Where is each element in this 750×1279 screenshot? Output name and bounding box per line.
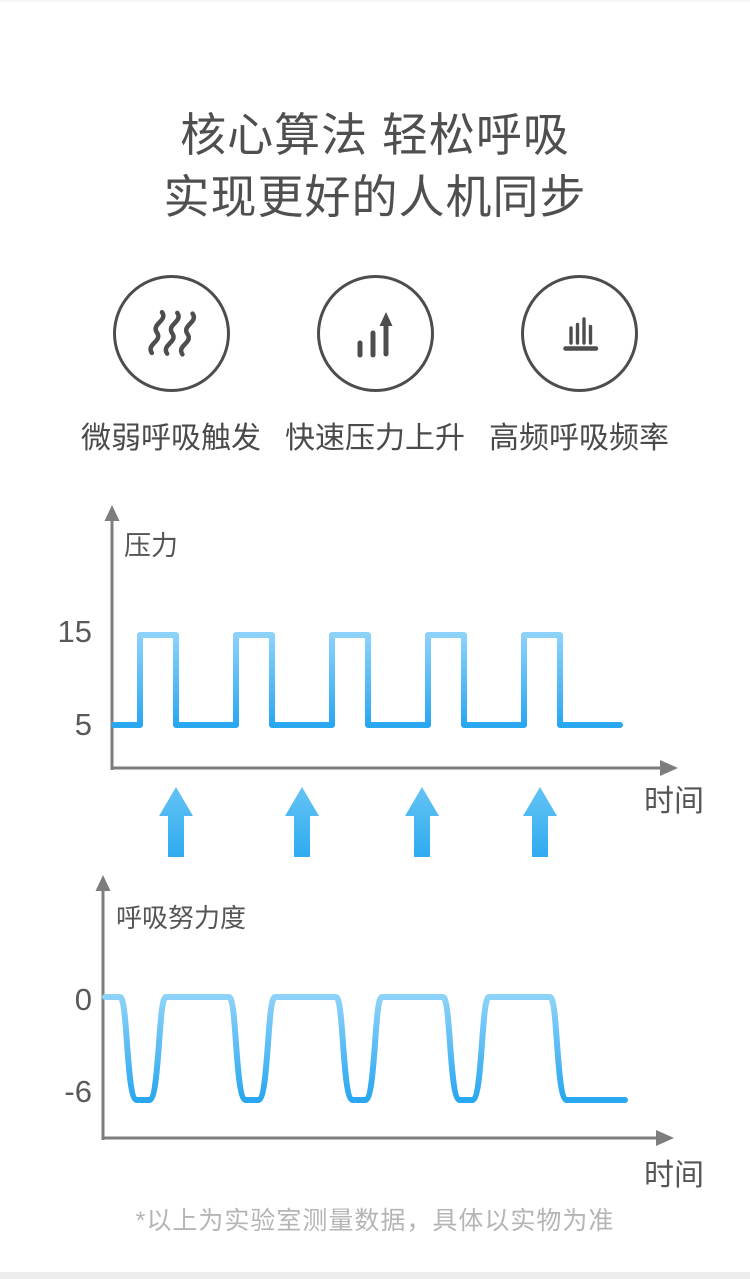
feature-circle xyxy=(520,275,638,392)
up-arrow-icon xyxy=(159,787,193,857)
pressure-rise-icon xyxy=(357,311,393,357)
up-arrow-icon xyxy=(285,787,319,857)
page-title-line2: 实现更好的人机同步 xyxy=(163,171,587,223)
disclaimer-footnote: *以上为实验室测量数据，具体以实物为准 xyxy=(135,1207,615,1235)
x-axis-arrowhead xyxy=(656,1130,674,1146)
feature-fast-pressure-rise: 快速压力上升 xyxy=(280,275,470,457)
feature-label: 高频呼吸频率 xyxy=(489,422,669,455)
pressure-y-axis-label: 压力 xyxy=(124,531,178,561)
feature-row: 微弱呼吸触发 快速压力上升 xyxy=(0,275,750,457)
pressure-tick-5: 5 xyxy=(74,707,92,742)
y-axis-arrowhead xyxy=(95,875,111,891)
breath-frequency-icon xyxy=(563,316,599,351)
feature-circle xyxy=(316,275,434,392)
y-axis-arrowhead xyxy=(104,505,120,521)
sync-arrows xyxy=(159,787,557,857)
effort-waveform xyxy=(102,994,628,1103)
bottom-divider xyxy=(0,1272,750,1279)
page-title-line1: 核心算法 轻松呼吸 xyxy=(180,109,570,161)
x-axis-arrowhead xyxy=(660,760,678,776)
effort-chart xyxy=(95,875,674,1146)
effort-tick-minus6: -6 xyxy=(64,1074,92,1109)
up-arrow-icon xyxy=(523,787,557,857)
pressure-chart xyxy=(104,505,678,776)
feature-circle xyxy=(112,275,230,392)
feature-weak-breath-trigger: 微弱呼吸触发 xyxy=(76,275,266,457)
effort-x-axis-label: 时间 xyxy=(644,1159,704,1192)
pressure-waveform xyxy=(111,632,623,728)
effort-y-axis-label: 呼吸努力度 xyxy=(116,903,247,933)
feature-label: 微弱呼吸触发 xyxy=(81,422,261,455)
effort-tick-0: 0 xyxy=(74,982,92,1017)
feature-high-breath-frequency: 高频呼吸频率 xyxy=(484,275,674,457)
up-arrow-icon xyxy=(405,787,439,857)
pressure-tick-15: 15 xyxy=(57,614,92,649)
feature-label: 快速压力上升 xyxy=(285,422,465,455)
top-divider xyxy=(0,0,750,2)
breath-trigger-icon xyxy=(148,309,197,357)
pressure-x-axis-label: 时间 xyxy=(644,785,704,818)
page-title: 核心算法 轻松呼吸 实现更好的人机同步 xyxy=(0,104,750,228)
